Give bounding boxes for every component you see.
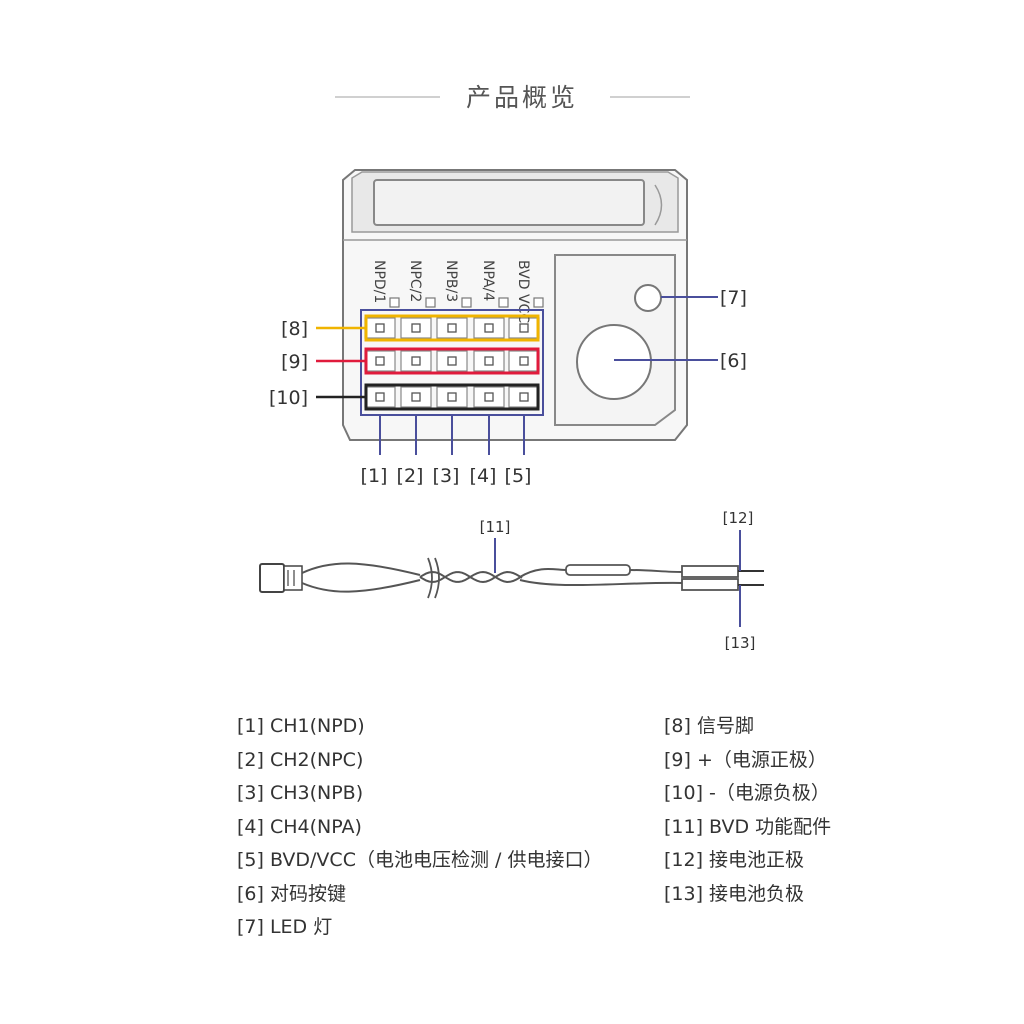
pin-label: NPD/1 (371, 260, 387, 303)
row-callout-label: [9] (281, 351, 308, 373)
pin-grid (364, 317, 540, 408)
bvd-cable (259, 557, 764, 599)
pin-labels: NPD/1 NPC/2 NPB/3 NPA/4 BVD VCC (371, 260, 531, 323)
column-callouts: [1] [2] [3] [4] [5] (361, 415, 532, 487)
pin-marker (533, 297, 544, 308)
column-callout-label: [4] (470, 465, 497, 487)
pin-label: NPC/2 (407, 260, 423, 302)
pin-hole (411, 392, 421, 402)
column-callout-label: [1] (361, 465, 388, 487)
legend-right: [8] 信号脚 [9] +（电源正极） [10] -（电源负极） [11] BV… (664, 710, 831, 911)
page-title: 产品概览 (466, 83, 578, 112)
legend-item-7: [7] LED 灯 (237, 916, 333, 938)
receiver-body: NPD/1 NPC/2 NPB/3 NPA/4 BVD VCC (342, 169, 688, 441)
column-callout-label: [3] (433, 465, 460, 487)
pin-hole (519, 392, 529, 402)
legend-item-12: [12] 接电池正极 (664, 849, 805, 871)
legend-item-4: [4] CH4(NPA) (237, 815, 362, 838)
legend-item-11: [11] BVD 功能配件 (664, 815, 832, 838)
legend-item-10: [10] -（电源负极） (664, 782, 830, 804)
column-callout-label: [2] (397, 465, 424, 487)
cable-callout-label: [11] (480, 518, 511, 536)
pin-hole (519, 323, 529, 333)
pin-hole (411, 323, 421, 333)
legend-item-3: [3] CH3(NPB) (237, 782, 364, 804)
pin-label: BVD VCC (515, 260, 531, 323)
pin-marker (461, 297, 472, 308)
positive-callout-label: [12] (723, 509, 754, 527)
pin-hole (375, 392, 385, 402)
legend-item-2: [2] CH2(NPC) (237, 748, 364, 771)
legend-item-9: [9] +（电源正极） (664, 748, 827, 771)
pin-hole (411, 356, 421, 366)
negative-callout-label: [13] (725, 634, 756, 652)
button-callout-label: [6] (720, 350, 747, 372)
pin-hole (375, 356, 385, 366)
pin-marker (389, 297, 400, 308)
cable-inline-module (565, 564, 631, 576)
legend-item-8: [8] 信号脚 (664, 715, 754, 737)
pin-hole (484, 356, 494, 366)
pin-hole (375, 323, 385, 333)
pin-label: NPA/4 (480, 260, 496, 301)
column-callout-label: [5] (505, 465, 532, 487)
row-callout-label: [8] (281, 318, 308, 340)
legend-item-6: [6] 对码按键 (237, 882, 346, 905)
pin-label: NPB/3 (443, 260, 459, 302)
pin-hole (447, 356, 457, 366)
pin-marker (498, 297, 509, 308)
pin-hole (519, 356, 529, 366)
pin-marker (425, 297, 436, 308)
led-light (634, 284, 662, 312)
legend-item-5: [5] BVD/VCC（电池电压检测 / 供电接口） (237, 849, 603, 871)
pin-hole (447, 392, 457, 402)
row-callout-label: [10] (269, 387, 308, 409)
pin-hole (447, 323, 457, 333)
pin-hole (484, 323, 494, 333)
led-callout-label: [7] (720, 287, 747, 309)
bind-button (576, 324, 652, 400)
legend-item-1: [1] CH1(NPD) (237, 715, 365, 737)
pin-markers (389, 297, 544, 308)
legend-left: [1] CH1(NPD) [2] CH2(NPC) [3] CH3(NPB) [… (237, 710, 602, 945)
receiver-top-slot (373, 179, 645, 226)
pin-hole (484, 392, 494, 402)
row-callouts: [8] [9] [10] (269, 314, 540, 411)
legend-item-13: [13] 接电池负极 (664, 882, 805, 905)
cable-connector (259, 563, 285, 593)
